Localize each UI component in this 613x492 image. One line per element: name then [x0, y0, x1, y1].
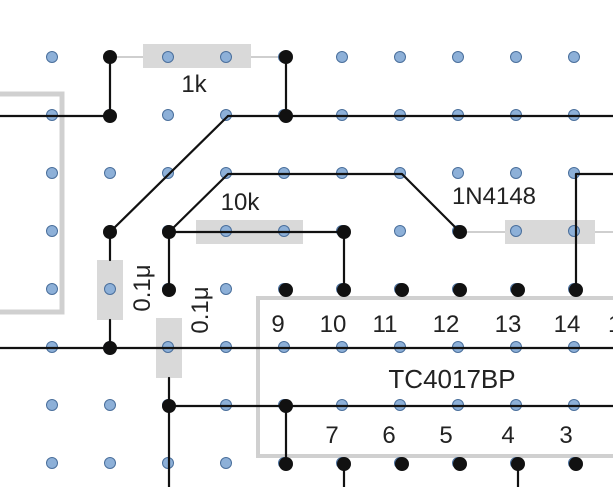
grid-hole [510, 167, 522, 179]
grid-hole [452, 167, 464, 179]
ic-pin-label: 9 [271, 311, 284, 338]
ic-pin-label: 4 [501, 422, 514, 449]
grid-hole [46, 457, 58, 469]
wire-diagonal-1 [108, 114, 230, 234]
solder-joint [103, 225, 117, 239]
solder-joint [279, 109, 293, 123]
solder-joint [162, 225, 176, 239]
ic-pin-label: 1 [608, 311, 613, 338]
ic-part-label: TC4017BP [388, 364, 515, 394]
solder-joint [453, 457, 467, 471]
grid-hole [510, 51, 522, 63]
solder-joint [569, 457, 583, 471]
solder-joint [395, 457, 409, 471]
wire-diode-to-pin14 [574, 172, 613, 292]
solder-joint [337, 457, 351, 471]
grid-hole [452, 51, 464, 63]
solder-joint [453, 283, 467, 297]
grid-hole [510, 225, 522, 237]
grid-hole [46, 51, 58, 63]
grid-hole [162, 109, 174, 121]
solder-joint [279, 50, 293, 64]
solder-joint [337, 225, 351, 239]
grid-hole [394, 51, 406, 63]
ic-pin-label: 10 [320, 311, 347, 338]
resistor-1k-body [143, 44, 251, 68]
solder-joint [511, 457, 525, 471]
solder-joint [569, 283, 583, 297]
wires [0, 55, 613, 489]
solder-joint [279, 457, 293, 471]
ic-pin-label: 3 [559, 422, 572, 449]
grid-hole [220, 457, 232, 469]
labels: 1k 10k 1N4148 0.1μ 0.1μ TC4017BP 9 10 11… [129, 71, 613, 449]
grid-hole [568, 225, 580, 237]
solder-joint [103, 109, 117, 123]
ic-pin-label: 11 [373, 311, 398, 338]
outlines [0, 91, 613, 458]
ic-pin-label: 7 [325, 422, 338, 449]
grid-hole [104, 283, 116, 295]
solder-joint [103, 341, 117, 355]
ic-pin-label: 14 [554, 311, 581, 338]
ic-outline [256, 296, 613, 458]
label-1k: 1k [181, 71, 207, 98]
grid-hole [336, 51, 348, 63]
solder-joint [162, 399, 176, 413]
grid-hole [46, 399, 58, 411]
solder-joint [162, 283, 176, 297]
solder-joint [511, 283, 525, 297]
solder-joint [395, 283, 409, 297]
solder-joints [103, 50, 583, 471]
grid-hole [46, 225, 58, 237]
grid-hole [220, 51, 232, 63]
solder-joint [453, 225, 467, 239]
grid-hole [162, 167, 174, 179]
solder-joint [279, 399, 293, 413]
label-c1: 0.1μ [129, 264, 156, 311]
solder-joint [103, 50, 117, 64]
label-1n4148: 1N4148 [452, 183, 536, 210]
grid-hole [46, 283, 58, 295]
ic-pin-label: 13 [495, 311, 522, 338]
ic-pin-label: 6 [382, 422, 395, 449]
grid-hole [162, 51, 174, 63]
label-10k: 10k [221, 189, 261, 216]
grid-hole [46, 167, 58, 179]
grid-hole [568, 51, 580, 63]
solder-joint [337, 283, 351, 297]
left-module-outline [0, 91, 65, 315]
grid-hole [104, 167, 116, 179]
wire-diagonal-2 [167, 172, 462, 234]
ic-pin-label: 12 [433, 311, 460, 338]
ic-pin-label: 5 [439, 422, 452, 449]
grid-hole [104, 399, 116, 411]
grid-hole [394, 225, 406, 237]
solder-joint [279, 283, 293, 297]
grid-hole [220, 283, 232, 295]
label-c2: 0.1μ [187, 286, 214, 333]
grid-hole [104, 457, 116, 469]
